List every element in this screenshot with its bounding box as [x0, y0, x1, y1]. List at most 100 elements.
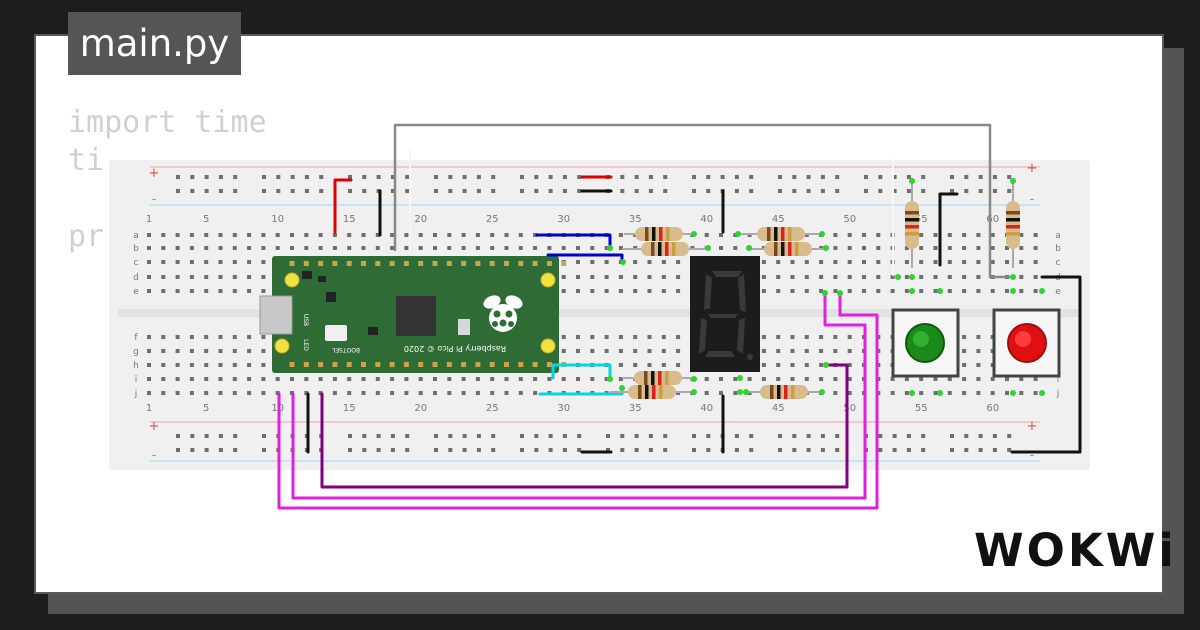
rail-hole — [878, 448, 883, 452]
breadboard-hole — [533, 246, 538, 250]
breadboard-hole — [490, 377, 495, 381]
rail-hole — [706, 175, 711, 179]
breadboard-hole — [833, 335, 838, 339]
breadboard-hole — [990, 377, 995, 381]
rail-hole — [348, 448, 352, 452]
breadboard-hole — [976, 391, 981, 395]
rail-hole — [434, 448, 438, 452]
rail-hole — [964, 175, 969, 179]
column-number: 55 — [915, 214, 928, 225]
rail-hole — [964, 448, 969, 452]
row-letter: a — [1055, 231, 1061, 241]
breadboard-hole — [247, 377, 252, 381]
breadboard-hole — [218, 335, 223, 339]
rail-hole — [190, 434, 195, 438]
rail-hole — [577, 434, 582, 438]
rail-hole — [906, 189, 911, 193]
rail-hole — [964, 189, 969, 193]
breadboard-hole — [904, 377, 909, 381]
breadboard-hole — [604, 377, 609, 381]
rail-hole — [376, 175, 381, 179]
breadboard-hole — [418, 377, 423, 381]
breadboard-hole — [218, 289, 223, 293]
column-number: 1 — [146, 214, 152, 225]
rail-hole — [878, 189, 883, 193]
breadboard-hole — [247, 391, 252, 395]
rail-hole — [405, 448, 410, 452]
breadboard-hole — [404, 391, 409, 395]
breadboard-hole — [175, 246, 180, 250]
green-pushbutton[interactable] — [891, 308, 960, 378]
rail-hole — [992, 448, 997, 452]
breadboard-hole — [1033, 391, 1038, 395]
file-tab[interactable]: main.py — [68, 12, 241, 75]
breadboard-hole — [261, 391, 266, 395]
rail-hole — [835, 175, 840, 179]
breadboard-hole — [676, 349, 681, 353]
pico-pin — [332, 261, 338, 266]
breadboard-hole — [147, 233, 151, 237]
breadboard-hole — [161, 246, 166, 250]
breadboard-hole — [819, 275, 824, 279]
breadboard-hole — [862, 246, 866, 250]
pico-pin — [518, 261, 524, 266]
breadboard-hole — [175, 260, 180, 264]
breadboard-hole — [719, 391, 723, 395]
breadboard-hole — [919, 391, 924, 395]
rail-hole — [290, 175, 295, 179]
connection-dot — [1039, 288, 1045, 294]
breadboard-hole — [147, 363, 151, 367]
row-letter: j — [134, 389, 138, 399]
seven-segment-display[interactable] — [690, 256, 760, 372]
breadboard-hole — [189, 246, 194, 250]
breadboard-hole — [590, 260, 595, 264]
breadboard-hole — [804, 289, 809, 293]
raspberry-pi-pico[interactable]: Raspberry Pi Pico © 2020 BOOTSEL USB LED — [259, 256, 567, 373]
pico-label: Raspberry Pi Pico © 2020 — [404, 344, 506, 353]
rail-hole — [749, 434, 754, 438]
rail-plus-label: + — [1027, 161, 1038, 176]
breadboard-hole — [819, 335, 824, 339]
breadboard-hole — [876, 275, 881, 279]
breadboard-hole — [919, 233, 924, 237]
breadboard-hole — [962, 246, 967, 250]
breadboard-hole — [618, 363, 623, 367]
rail-hole — [950, 434, 954, 438]
resistor — [624, 227, 694, 241]
rail-hole — [992, 175, 997, 179]
breadboard-hole — [590, 377, 595, 381]
breadboard-hole — [633, 363, 638, 367]
column-number: 30 — [557, 214, 570, 225]
breadboard-hole — [618, 233, 623, 237]
breadboard-hole — [261, 349, 266, 353]
breadboard-hole — [247, 363, 252, 367]
breadboard-hole — [904, 275, 909, 279]
breadboard-hole — [847, 289, 852, 293]
breadboard-hole — [947, 260, 952, 264]
breadboard-hole — [962, 363, 967, 367]
column-number: 20 — [414, 403, 427, 414]
breadboard-hole — [332, 391, 337, 395]
breadboard-hole — [375, 377, 380, 381]
rail-hole — [390, 434, 395, 438]
rail-hole — [562, 175, 567, 179]
breadboard-hole — [647, 289, 652, 293]
rail-plus-label: + — [149, 166, 160, 181]
breadboard-hole — [361, 246, 366, 250]
breadboard-hole — [490, 246, 495, 250]
red-pushbutton[interactable] — [992, 308, 1061, 378]
row-letter: e — [1055, 287, 1061, 297]
rail-hole — [520, 434, 524, 438]
row-letter: f — [134, 333, 138, 343]
breadboard-hole — [518, 391, 523, 395]
breadboard-hole — [418, 246, 423, 250]
breadboard-hole — [218, 363, 223, 367]
pico-pin — [389, 261, 395, 266]
rail-hole — [520, 175, 524, 179]
connection-dot — [1039, 390, 1045, 396]
column-number: 40 — [700, 403, 713, 414]
breadboard-hole — [761, 260, 766, 264]
breadboard-hole — [819, 260, 824, 264]
breadboard-hole — [804, 275, 809, 279]
